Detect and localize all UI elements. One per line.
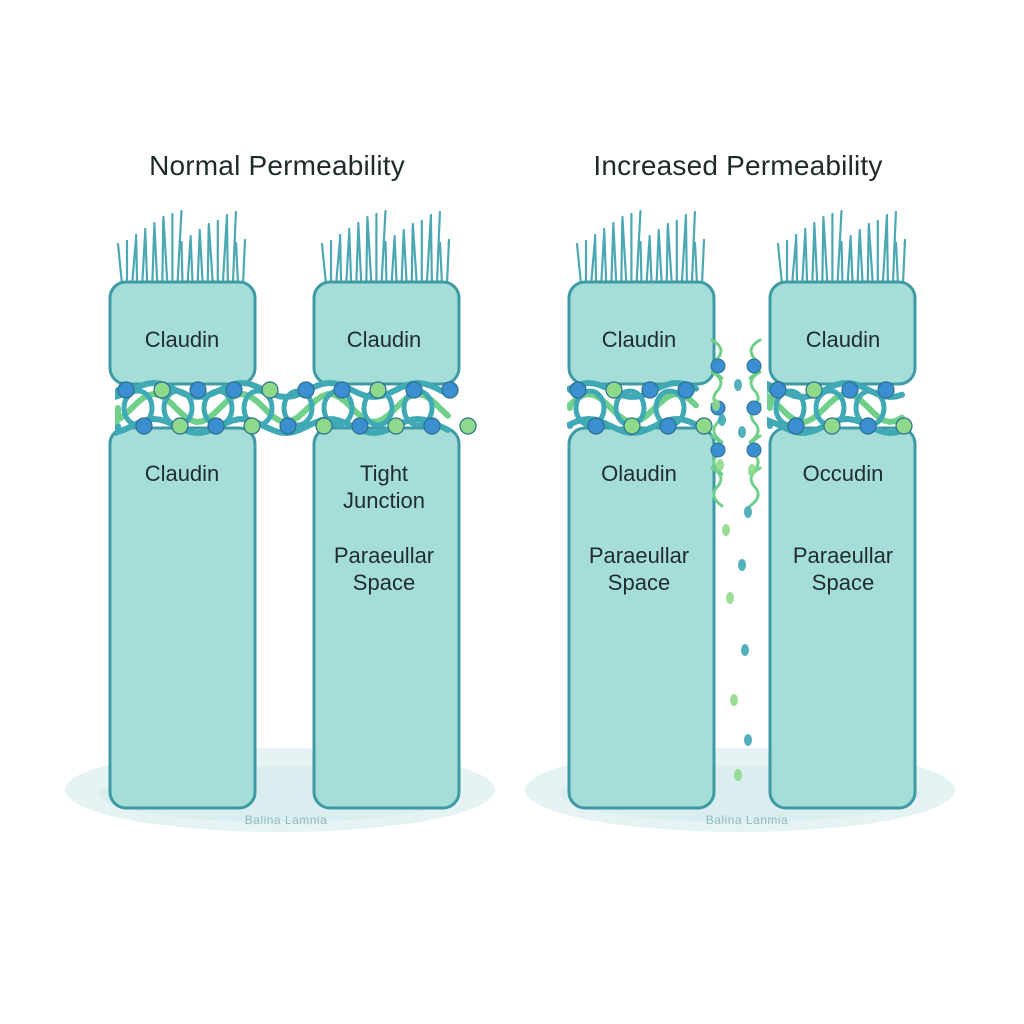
leak-particle: [744, 506, 752, 518]
cilia: [575, 209, 706, 286]
cell-body: [567, 426, 716, 810]
cell-label-sub: Paraeullar Space: [333, 543, 435, 595]
leak-particle: [741, 644, 749, 656]
cell-label-body: Tight Junction: [343, 461, 425, 513]
junction-bead: [787, 417, 805, 435]
basement-membrane-label: Balina Lanmia: [705, 813, 789, 827]
junction-bead: [746, 358, 762, 374]
junction-bead: [605, 381, 623, 399]
cilia: [116, 209, 247, 286]
junction-bead: [710, 358, 726, 374]
junction-bead: [769, 381, 787, 399]
junction-bead: [135, 417, 153, 435]
junction-bead: [189, 381, 207, 399]
junction-bead: [746, 400, 762, 416]
junction-bead: [153, 381, 171, 399]
cell-apical: [567, 280, 716, 386]
junction-bead: [243, 417, 261, 435]
junction-bead: [405, 381, 423, 399]
cell-label-body: Claudin: [144, 461, 220, 486]
leak-particle: [730, 694, 738, 706]
leak-particle: [716, 459, 724, 471]
basement-membrane-label: Balina Lamnia: [244, 813, 328, 827]
junction-bead: [623, 417, 641, 435]
junction-bead: [441, 381, 459, 399]
cell-body: [768, 426, 917, 810]
panel-title-normal: Normal Permeability: [149, 150, 405, 181]
leak-particle: [718, 414, 726, 426]
junction-bead: [423, 417, 441, 435]
junction-bead: [877, 381, 895, 399]
panel-title-increased: Increased Permeability: [593, 150, 883, 181]
junction-bead: [859, 417, 877, 435]
junction-bead: [297, 381, 315, 399]
cell-label-body: Occudin: [802, 461, 884, 486]
junction-bead: [225, 381, 243, 399]
leak-particle: [744, 734, 752, 746]
cell-label-top: Claudin: [346, 327, 422, 352]
junction-bead: [171, 417, 189, 435]
frayed-strand: [710, 466, 724, 508]
cell-apical: [108, 280, 257, 386]
junction-bead: [677, 381, 695, 399]
junction-bead: [261, 381, 279, 399]
junction-bead: [207, 417, 225, 435]
leak-particle: [748, 464, 756, 476]
junction-bead: [695, 417, 713, 435]
cell-apical: [312, 280, 461, 386]
junction-bead: [823, 417, 841, 435]
cell-label-sub: Paraeullar Space: [588, 543, 690, 595]
junction-bead: [659, 417, 677, 435]
cell-label-top: Claudin: [601, 327, 677, 352]
leak-particle: [738, 559, 746, 571]
leak-particle: [726, 592, 734, 604]
junction-bead: [710, 442, 726, 458]
junction-strand: [567, 379, 699, 400]
junction-bead: [805, 381, 823, 399]
junction-bead: [587, 417, 605, 435]
junction-bead: [369, 381, 387, 399]
junction-bead: [746, 442, 762, 458]
leak-particle: [734, 769, 742, 781]
junction-bead: [841, 381, 859, 399]
cell-label-sub: Paraeullar Space: [792, 543, 894, 595]
cilia: [776, 209, 907, 286]
leak-particle: [738, 426, 746, 438]
junction-bead: [351, 417, 369, 435]
junction-bead: [895, 417, 913, 435]
junction-bead: [279, 417, 297, 435]
paracellular-leak: [710, 338, 762, 781]
cell-label-body: Olaudin: [601, 461, 677, 486]
cell-label-top: Claudin: [144, 327, 220, 352]
junction-bead: [387, 417, 405, 435]
epithelial-cells: [108, 209, 917, 810]
junction-bead: [641, 381, 659, 399]
junction-bead: [315, 417, 333, 435]
junction-bead: [333, 381, 351, 399]
junction-bead: [569, 381, 587, 399]
tight-junctions: [115, 379, 913, 437]
leak-particle: [734, 379, 742, 391]
junction-bead: [117, 381, 135, 399]
cilia: [320, 209, 451, 286]
leak-particle: [722, 524, 730, 536]
junction-bead: [459, 417, 477, 435]
leak-particle: [712, 399, 720, 411]
cell-label-top: Claudin: [805, 327, 881, 352]
